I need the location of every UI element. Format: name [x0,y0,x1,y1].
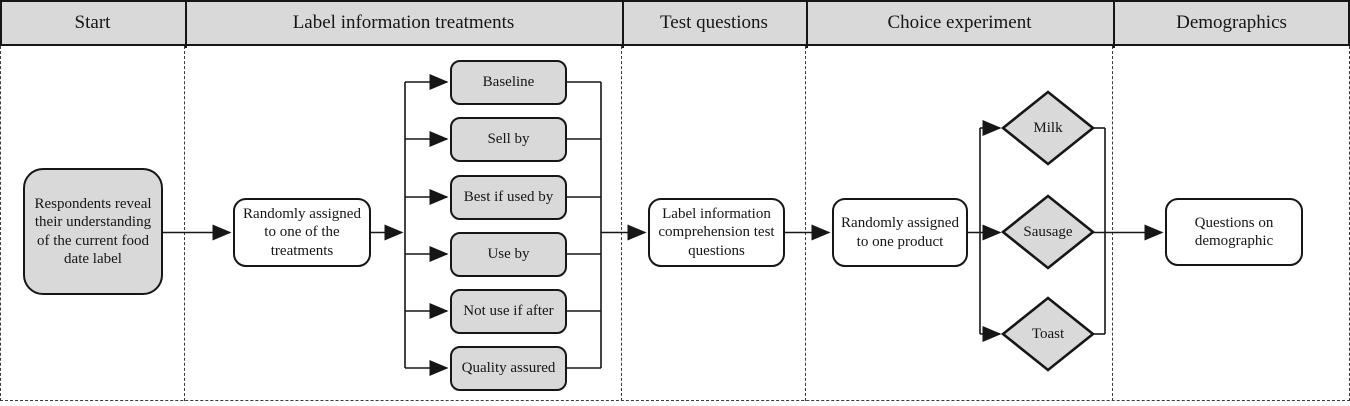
header-divider [184,2,187,48]
lane-title: Label information treatments [292,12,515,33]
treatment-box-best-if-used-by: Best if used by [450,174,567,220]
treatment-box-baseline: Baseline [450,59,567,105]
treatment-label: Not use if after [463,302,554,319]
treatment-box-quality-assured: Quality assured [450,345,567,391]
lane-header-test-questions: Test questions [622,0,806,46]
start-node: Respondents reveal their understanding o… [23,168,163,295]
treatment-label: Best if used by [463,188,554,205]
demographics-node: Questions on demographic [1165,198,1303,266]
treatment-label: Baseline [482,73,535,90]
product-diamond-toast [1000,296,1096,372]
assign-product-node: Randomly assigned to one product [832,198,968,267]
product-label: Milk [1033,119,1063,136]
assign-treatments-node: Randomly assigned to one of the treatmen… [233,198,371,267]
lane-boundary [805,46,806,401]
assign-product-label: Randomly assigned to one product [841,215,959,250]
lane-title: Choice experiment [887,12,1032,33]
product-diamond-sausage [1000,194,1096,270]
lane-title: Test questions [660,12,768,33]
product-label: Sausage [1023,223,1073,240]
header-divider [805,2,808,48]
header-divider [1112,2,1115,48]
product-diamond-milk [1000,90,1096,166]
lane-title: Demographics [1176,12,1287,33]
product-label: Toast [1031,325,1065,342]
product-diamond-milk-label: Milk [1003,92,1093,164]
test-questions-node: Label information comprehension test que… [648,198,785,267]
lane-header-choice-experiment: Choice experiment [806,0,1113,46]
lane-boundary [621,46,622,401]
header-divider [621,2,624,48]
test-questions-label: Label information comprehension test que… [658,206,775,259]
lane-header-treatments: Label information treatments [185,0,622,46]
treatment-box-use-by: Use by [450,231,567,277]
start-node-label: Respondents reveal their understanding o… [34,195,152,267]
treatment-box-not-use-if-after: Not use if after [450,288,567,334]
treatment-box-sell-by: Sell by [450,116,567,162]
lane-header-demographics: Demographics [1113,0,1350,46]
assign-treatments-label: Randomly assigned to one of the treatmen… [243,206,361,259]
product-diamond-sausage-label: Sausage [1003,196,1093,268]
treatment-label: Use by [487,245,530,262]
lane-boundary [1112,46,1113,401]
lane-header-band [0,0,1350,48]
lane-header-start: Start [0,0,185,46]
treatment-label: Quality assured [461,359,556,376]
product-diamond-toast-label: Toast [1003,298,1093,370]
demographics-label: Questions on demographic [1194,214,1274,249]
treatment-label: Sell by [487,130,530,147]
lane-boundary [184,46,185,401]
lane-title: Start [74,12,111,33]
